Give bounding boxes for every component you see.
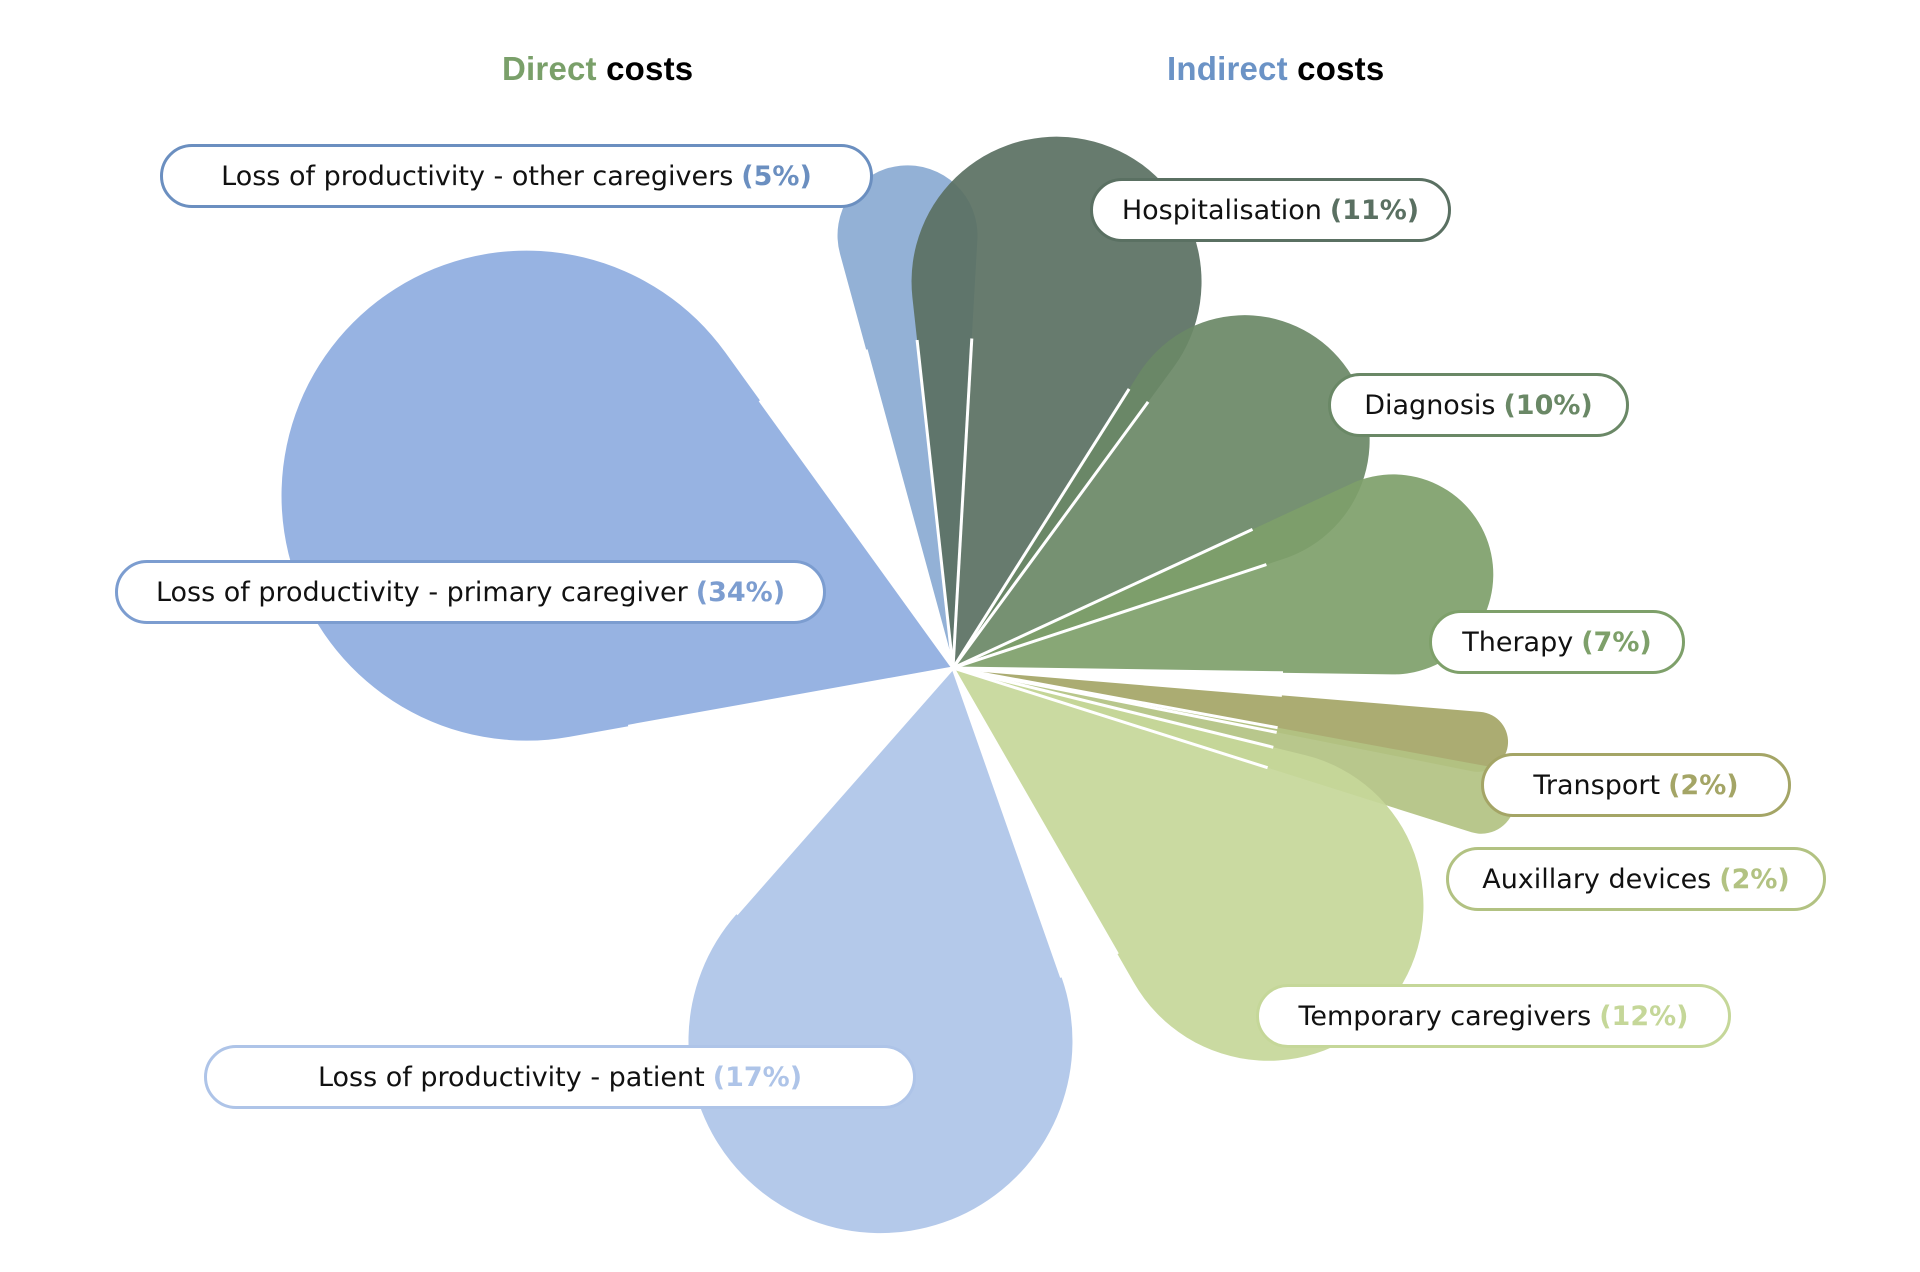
petal-divider (735, 667, 955, 916)
petal-divider (952, 666, 1284, 675)
indirect-heading-tail: costs (1297, 50, 1385, 87)
label-text: Hospitalisation (1121, 194, 1322, 226)
label-pct: (5%) (741, 160, 812, 192)
petal-divider (952, 666, 1278, 730)
petal-divider (915, 339, 955, 669)
petal-divider (952, 528, 1254, 670)
label-text: Temporary caregivers (1298, 1000, 1592, 1032)
petal-hospitalisation (911, 136, 1202, 669)
indirect-costs-heading: Indirect costs (1167, 50, 1384, 88)
petal-divider (951, 667, 1119, 955)
direct-heading-lead: Direct (502, 50, 597, 87)
petal-divider (952, 666, 1274, 749)
label-therapy: Therapy (7%) (1429, 610, 1685, 674)
label-diagnosis: Diagnosis (10%) (1328, 373, 1629, 437)
petal-divider (951, 388, 1131, 669)
label-patient: Loss of productivity - patient (17%) (204, 1045, 916, 1109)
petal-divider (951, 401, 1150, 669)
petal-divider (952, 563, 1267, 670)
label-auxillary-devices: Auxillary devices (2%) (1446, 847, 1826, 911)
label-hospitalisation: Hospitalisation (11%) (1090, 178, 1451, 242)
label-temporary-caregivers: Temporary caregivers (12%) (1256, 984, 1731, 1048)
spoke-layer (627, 338, 1284, 978)
direct-costs-heading: Direct costs (502, 50, 693, 88)
label-pct: (34%) (695, 576, 786, 608)
label-text: Therapy (1462, 626, 1574, 658)
label-text: Loss of productivity - patient (317, 1061, 705, 1093)
label-pct: (12%) (1599, 1000, 1689, 1032)
label-pct: (17%) (712, 1061, 803, 1093)
direct-heading-tail: costs (606, 50, 694, 87)
petal-divider (627, 666, 954, 728)
label-text: Diagnosis (1364, 389, 1496, 421)
indirect-heading-lead: Indirect (1167, 50, 1288, 87)
label-pct: (10%) (1503, 389, 1593, 421)
petal-divider (864, 349, 955, 669)
label-pct: (7%) (1581, 626, 1652, 658)
label-text: Loss of productivity - primary caregiver (155, 576, 688, 608)
petal-primary-caregiver (281, 250, 953, 741)
label-pct: (2%) (1719, 863, 1790, 895)
label-text: Transport (1533, 769, 1661, 801)
petal-temporary-caregivers (953, 668, 1424, 1061)
petal-divider (952, 666, 1283, 697)
petal-divider (951, 338, 974, 669)
petal-divider (758, 399, 955, 669)
petal-divider (952, 666, 1269, 770)
label-primary-caregiver: Loss of productivity - primary caregiver… (115, 560, 826, 624)
label-transport: Transport (2%) (1481, 753, 1791, 817)
label-text: Auxillary devices (1482, 863, 1712, 895)
label-other-caregivers: Loss of productivity - other caregivers … (160, 144, 873, 208)
petal-divider (951, 667, 1064, 978)
label-text: Loss of productivity - other caregivers (221, 160, 734, 192)
petal-diagnosis (953, 315, 1370, 668)
label-pct: (11%) (1329, 194, 1420, 226)
label-pct: (2%) (1668, 769, 1739, 801)
